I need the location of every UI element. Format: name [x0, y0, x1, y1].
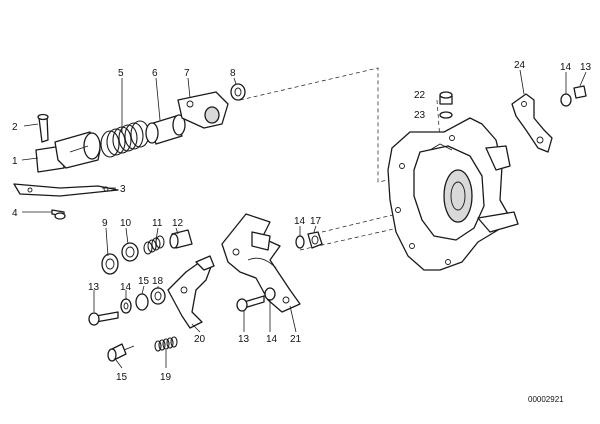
- leader-lines: [21, 69, 587, 369]
- callout-7: 7: [184, 68, 190, 79]
- callout-8: 8: [230, 68, 236, 79]
- part-8-cap: [230, 83, 246, 101]
- part-12-plunger: [169, 229, 193, 249]
- part-19-spring: [154, 336, 178, 352]
- callout-17: 17: [310, 216, 322, 227]
- part-20-selector-fork: [167, 255, 215, 329]
- callout-5: 5: [118, 68, 124, 79]
- part-13-nut-upper: [573, 85, 587, 99]
- callout-12: 12: [172, 218, 184, 229]
- part-14-washer-right: [295, 235, 305, 249]
- callout-15-lower: 15: [116, 372, 128, 383]
- callout-15: 15: [138, 276, 150, 287]
- callout-11: 11: [152, 218, 163, 229]
- part-14-washer-upper: [560, 93, 572, 107]
- callout-14-right: 14: [294, 216, 306, 227]
- callout-2: 2: [12, 122, 18, 133]
- part-23-washer: [439, 111, 453, 119]
- callout-6: 6: [152, 68, 158, 79]
- callout-14-centre: 14: [266, 334, 278, 345]
- callout-22: 22: [414, 90, 426, 101]
- callout-13-upper: 13: [580, 62, 592, 73]
- part-18-ring: [150, 287, 166, 305]
- callout-20: 20: [194, 334, 206, 345]
- callout-14-upper: 14: [560, 62, 572, 73]
- part-4-pin: [51, 209, 66, 220]
- lower-left-parts: [88, 229, 215, 362]
- part-22-screw: [439, 91, 453, 105]
- part-16-plug: [107, 343, 135, 362]
- callout-23: 23: [414, 110, 426, 121]
- part-13-bolt-centre: [236, 295, 265, 312]
- callout-3: 3: [120, 184, 126, 195]
- callout-13-left: 13: [88, 282, 100, 293]
- callout-14-left: 14: [120, 282, 132, 293]
- part-9-circlip: [101, 253, 119, 275]
- part-14-washer-left: [120, 298, 132, 314]
- callout-4: 4: [12, 208, 18, 219]
- transmission-housing: [387, 117, 519, 271]
- part-17-nut: [307, 231, 323, 249]
- part-21-bracket: [221, 213, 301, 313]
- part-15-sleeve: [135, 293, 149, 311]
- part-6-sleeve: [145, 114, 186, 145]
- callout-21: 21: [290, 334, 302, 345]
- part-24-bracket: [511, 93, 553, 153]
- part-1-shaft: [35, 131, 101, 173]
- part-10-ring: [121, 242, 139, 262]
- part-2-pin: [37, 113, 49, 143]
- part-7-lever: [177, 91, 229, 129]
- part-5-spring: [100, 120, 150, 158]
- callout-19: 19: [160, 372, 172, 383]
- part-13-bolt-left: [88, 311, 119, 326]
- part-14-washer-centre: [264, 287, 276, 301]
- selector-shaft-assembly: [13, 83, 246, 220]
- part-11-spring: [143, 235, 165, 255]
- reference-number: 00002921: [528, 395, 564, 404]
- callout-24: 24: [514, 60, 526, 71]
- callouts: 1 2 3 4 5 6 7 8 9 10 11 12 13 13 13 14 1…: [12, 60, 592, 383]
- callout-1: 1: [12, 156, 18, 167]
- part-3-plate: [13, 183, 119, 197]
- callout-9: 9: [102, 218, 108, 229]
- callout-18: 18: [152, 276, 164, 287]
- callout-13-centre: 13: [238, 334, 250, 345]
- callout-10: 10: [120, 218, 132, 229]
